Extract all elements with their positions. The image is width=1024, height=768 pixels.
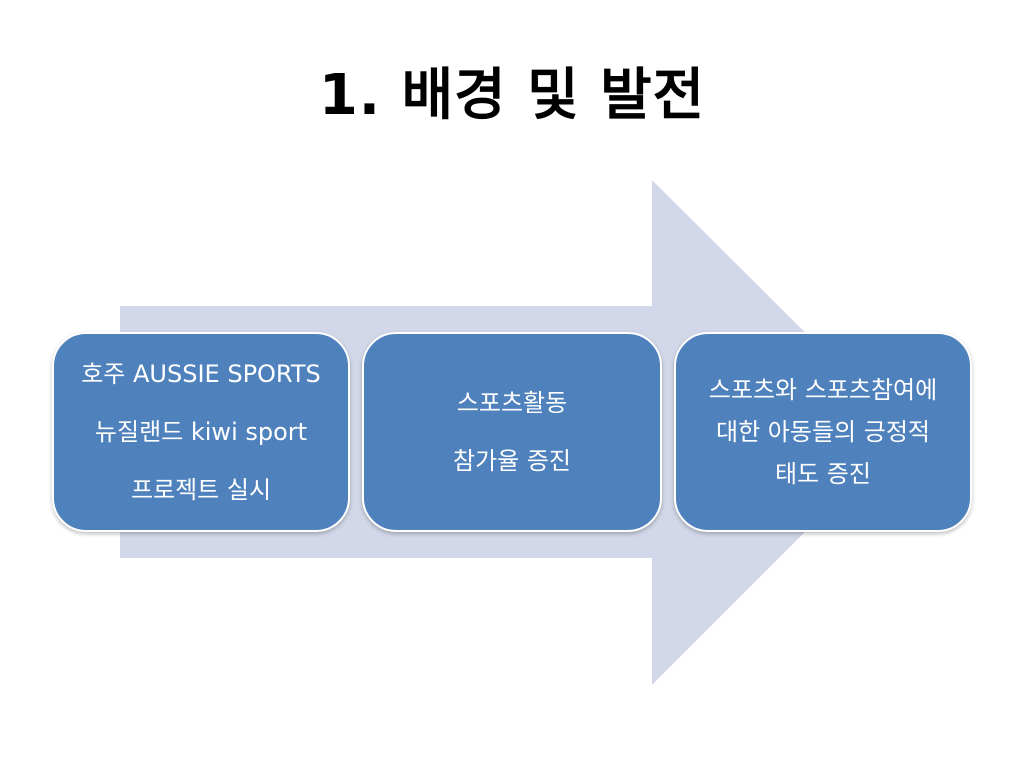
step-3-line-1: 스포츠와 스포츠참여에 [708, 376, 938, 404]
step-1-line-1: 호주 AUSSIE SPORTS [81, 360, 321, 388]
step-2-line-1: 스포츠활동 [456, 389, 568, 417]
process-step-1: 호주 AUSSIE SPORTS 뉴질랜드 kiwi sport 프로젝트 실시 [52, 332, 350, 532]
step-2-line-2: 참가율 증진 [452, 447, 572, 475]
process-step-2: 스포츠활동 참가율 증진 [362, 332, 662, 532]
process-step-3: 스포츠와 스포츠참여에 대한 아동들의 긍정적 태도 증진 [674, 332, 972, 532]
step-3-line-3: 태도 증진 [775, 460, 871, 488]
step-1-line-2: 뉴질랜드 kiwi sport [94, 418, 308, 446]
slide-title: 1. 배경 및 발전 [318, 63, 706, 128]
step-1-line-3: 프로젝트 실시 [130, 476, 272, 504]
step-3-line-2: 대한 아동들의 긍정적 [716, 418, 930, 446]
